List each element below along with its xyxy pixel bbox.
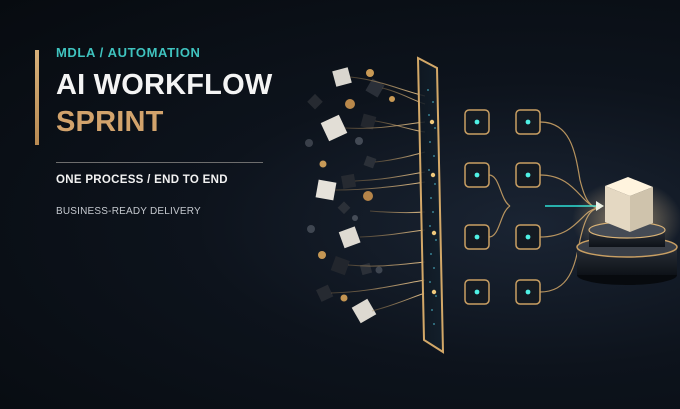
cube-icon	[360, 113, 377, 130]
cube-icon	[363, 155, 377, 169]
node-column-2	[515, 109, 541, 305]
node-network	[437, 109, 604, 305]
cube-icon	[337, 201, 351, 215]
cube-icon	[316, 284, 334, 302]
eyebrow-label: MDLA / AUTOMATION	[56, 45, 201, 60]
accent-bar	[35, 50, 39, 145]
tagline: BUSINESS-READY DELIVERY	[56, 206, 201, 217]
sphere-icon	[366, 69, 374, 77]
cube-icon	[330, 256, 350, 276]
sphere-icon	[352, 215, 358, 221]
divider	[56, 162, 263, 163]
cube-icon	[332, 67, 352, 87]
cube-icon	[320, 114, 348, 142]
cube-icon	[351, 298, 377, 324]
cube-icon	[307, 93, 323, 110]
sphere-icon	[389, 96, 395, 102]
sphere-icon	[307, 225, 315, 233]
sphere-icon	[305, 139, 313, 147]
sphere-icon	[363, 191, 373, 201]
input-particles	[305, 67, 395, 324]
title-line-2: SPRINT	[56, 106, 164, 138]
output-cube-icon	[605, 177, 653, 232]
sphere-icon	[319, 160, 327, 168]
subtitle: ONE PROCESS / END TO END	[56, 174, 228, 186]
input-lines	[330, 76, 426, 312]
hero-text: MDLA / AUTOMATION AI WORKFLOW SPRINT ONE…	[0, 0, 300, 409]
sphere-icon	[345, 99, 355, 109]
sphere-icon	[318, 251, 326, 259]
cube-icon	[359, 262, 373, 276]
title-line-1: AI WORKFLOW	[56, 69, 273, 101]
sphere-icon	[355, 137, 363, 145]
cube-icon	[338, 226, 361, 249]
sphere-icon	[340, 294, 348, 302]
cube-icon	[341, 173, 357, 189]
cube-icon	[315, 179, 337, 201]
node-column-1	[464, 109, 490, 305]
sphere-icon	[375, 266, 383, 274]
filter-panel-icon	[416, 56, 445, 354]
